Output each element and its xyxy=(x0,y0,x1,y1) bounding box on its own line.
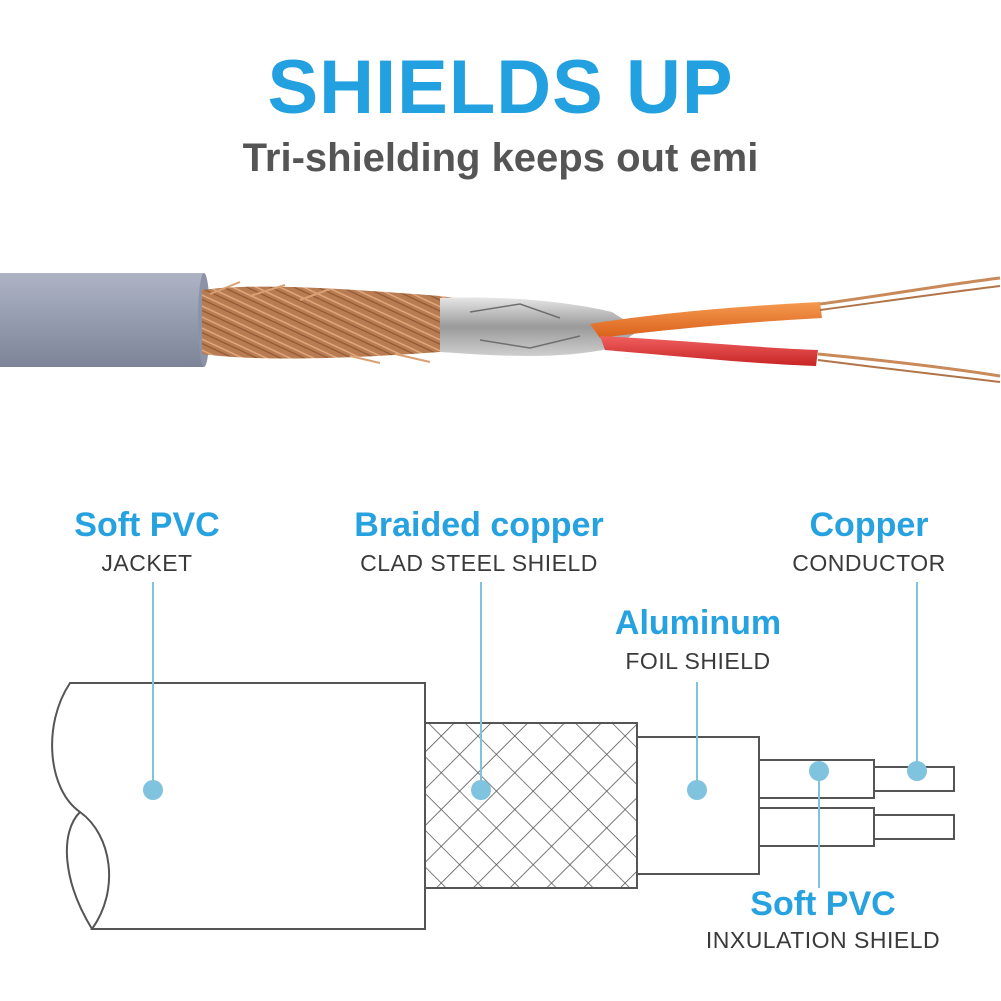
label-conductor-detail: CONDUCTOR xyxy=(792,550,946,576)
marker-foil xyxy=(687,780,707,800)
diagram-jacket xyxy=(51,682,426,930)
label-foil-name: Aluminum xyxy=(614,604,782,642)
label-foil-detail: FOIL SHIELD xyxy=(625,648,771,674)
label-insulation-name: Soft PVC xyxy=(750,885,896,923)
diagram-braid xyxy=(424,722,638,889)
photo-wire-orange xyxy=(590,302,822,338)
label-foil: Aluminum FOIL SHIELD xyxy=(615,606,781,673)
photo-wire-red xyxy=(600,336,818,366)
marker-braid xyxy=(471,780,491,800)
label-insulation-detail: INXULATION SHIELD xyxy=(705,927,941,953)
marker-jacket xyxy=(143,780,163,800)
diagram-insulation-bottom xyxy=(758,807,875,847)
label-jacket-detail: JACKET xyxy=(101,550,193,576)
headline: SHIELDS UP xyxy=(267,45,734,130)
tagline: Tri-shielding keeps out emi xyxy=(242,136,759,180)
label-insulation: Soft PVC INXULATION SHIELD xyxy=(706,887,940,952)
label-braid-name: Braided copper xyxy=(354,506,604,544)
photo-jacket xyxy=(0,273,204,367)
photo-braid xyxy=(202,286,470,359)
label-conductor: Copper CONDUCTOR xyxy=(792,508,946,575)
label-braid: Braided copper CLAD STEEL SHIELD xyxy=(354,508,603,575)
marker-conductor xyxy=(907,761,927,781)
label-braid-detail: CLAD STEEL SHIELD xyxy=(360,550,598,576)
label-jacket: Soft PVC JACKET xyxy=(74,508,219,575)
label-jacket-name: Soft PVC xyxy=(74,506,220,544)
diagram-conductor-bottom xyxy=(873,814,955,840)
label-conductor-name: Copper xyxy=(809,506,929,544)
marker-insulation xyxy=(809,761,829,781)
